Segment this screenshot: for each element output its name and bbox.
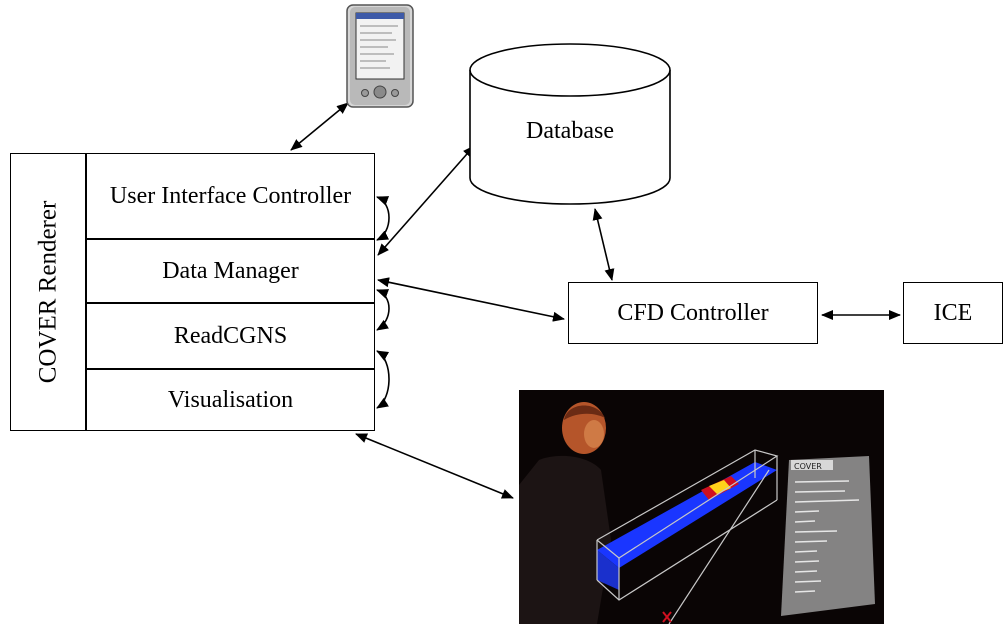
person-figure [519,402,611,624]
vr-menu-header: COVER [794,462,822,471]
visualisation-box: Visualisation [86,369,375,431]
database-label: Database [526,118,614,144]
curve-rc-vis [376,350,390,409]
arrow-dm-database [377,145,475,256]
ice-box: ICE [903,282,1003,344]
arrow-pda-uic [290,102,349,151]
arrow-database-cfd [592,208,615,281]
cover-renderer-box: COVER Renderer [10,153,86,431]
ice-label: ICE [933,300,973,326]
vr-menu-panel: COVER [781,456,875,616]
pda-device-image [346,4,414,108]
arrow-vis-photo [355,433,514,499]
read-cgns-box: ReadCGNS [86,303,375,369]
vr-visualisation-photo: COVER [519,390,884,624]
ui-controller-box: User Interface Controller [86,153,375,239]
curve-dm-rc [376,289,390,331]
flow-channel [596,449,779,624]
cfd-controller-box: CFD Controller [568,282,818,344]
cfd-controller-label: CFD Controller [617,300,769,326]
data-manager-label: Data Manager [162,258,299,284]
curve-uic-dm [376,196,390,241]
database-cylinder [469,43,671,205]
ui-controller-label: User Interface Controller [109,183,352,209]
visualisation-label: Visualisation [167,387,294,413]
data-manager-box: Data Manager [86,239,375,303]
cover-renderer-label: COVER Renderer [34,200,62,384]
read-cgns-label: ReadCGNS [173,323,288,349]
arrow-dm-cfd [377,277,565,322]
